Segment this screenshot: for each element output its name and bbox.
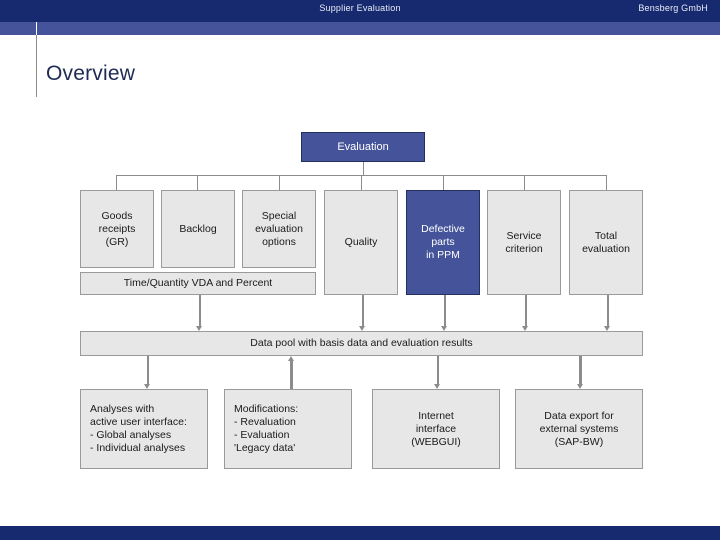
header-company-name: Bensberg GmbH: [638, 3, 708, 13]
node-goods-receipts[interactable]: Goods receipts (GR): [80, 190, 154, 268]
header-band-secondary: [0, 22, 720, 35]
body-divider-rule: [36, 35, 37, 97]
connector-drop-defective-parts: [443, 175, 444, 190]
connector-arrow-datapool-to-internet-interface: [434, 356, 440, 389]
connector-arrow-time-quantity-to-datapool: [196, 295, 202, 331]
node-defective-parts-ppm[interactable]: Defective parts in PPM: [406, 190, 480, 295]
connector-drop-backlog: [197, 175, 198, 190]
connector-arrow-modifications-to-datapool: [288, 356, 294, 389]
connector-drop-quality: [361, 175, 362, 190]
connector-drop-goods-receipts: [116, 175, 117, 190]
node-backlog[interactable]: Backlog: [161, 190, 235, 268]
connector-drop-special-evaluation: [279, 175, 280, 190]
node-service-criterion[interactable]: Service criterion: [487, 190, 561, 295]
header-divider-rule: [36, 22, 37, 35]
node-quality[interactable]: Quality: [324, 190, 398, 295]
node-evaluation-root[interactable]: Evaluation: [301, 132, 425, 162]
node-internet-interface-webgui[interactable]: Internet interface (WEBGUI): [372, 389, 500, 469]
node-special-evaluation-options[interactable]: Special evaluation options: [242, 190, 316, 268]
node-total-evaluation[interactable]: Total evaluation: [569, 190, 643, 295]
node-data-export-sap-bw[interactable]: Data export for external systems (SAP-BW…: [515, 389, 643, 469]
connector-arrow-service-criterion-to-datapool: [522, 295, 528, 331]
header-band-primary: [0, 0, 720, 22]
connector-arrow-total-evaluation-to-datapool: [604, 295, 610, 331]
connector-root-stem: [363, 162, 364, 176]
node-data-pool[interactable]: Data pool with basis data and evaluation…: [80, 331, 643, 356]
node-modifications[interactable]: Modifications: - Revaluation - Evaluatio…: [224, 389, 352, 469]
page-title: Overview: [46, 62, 136, 85]
header-title: Supplier Evaluation: [319, 3, 401, 13]
connector-drop-service-criterion: [524, 175, 525, 190]
node-time-quantity-vda-percent[interactable]: Time/Quantity VDA and Percent: [80, 272, 316, 295]
connector-arrow-defective-parts-to-datapool: [441, 295, 447, 331]
connector-arrow-quality-to-datapool: [359, 295, 365, 331]
node-analyses-active-user-interface[interactable]: Analyses with active user interface: - G…: [80, 389, 208, 469]
connector-arrow-datapool-to-analyses: [144, 356, 150, 389]
footer-band: [0, 526, 720, 540]
connector-drop-total-evaluation: [606, 175, 607, 190]
connector-arrow-datapool-to-data-export: [577, 356, 583, 389]
